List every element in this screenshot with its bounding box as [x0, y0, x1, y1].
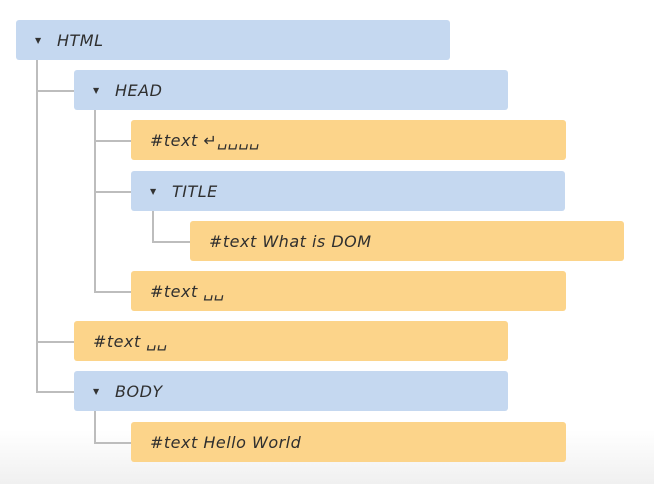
text-node-html-text: #text ␣␣	[74, 321, 508, 361]
node-label: #text Hello World	[150, 432, 302, 452]
element-node-body[interactable]: ▼ BODY	[74, 371, 508, 411]
connector-horizontal-line	[94, 191, 131, 193]
connector-vertical-line	[36, 60, 38, 391]
connector-horizontal-line	[94, 140, 131, 142]
node-label: HEAD	[115, 80, 163, 100]
text-node-head-text-2: #text ␣␣	[131, 271, 566, 311]
caret-down-icon[interactable]: ▼	[150, 186, 157, 196]
element-node-title[interactable]: ▼ TITLE	[131, 171, 565, 211]
text-node-title-text: #text What is DOM	[190, 221, 624, 261]
connector-vertical-line	[152, 211, 154, 241]
element-node-head[interactable]: ▼ HEAD	[74, 70, 508, 110]
connector-horizontal-line	[36, 90, 74, 92]
element-node-html[interactable]: ▼ HTML	[16, 20, 450, 60]
connector-vertical-line	[94, 411, 96, 442]
connector-vertical-line	[94, 110, 96, 291]
connector-horizontal-line	[152, 241, 190, 243]
connector-horizontal-line	[94, 291, 131, 293]
node-label: BODY	[115, 381, 163, 401]
caret-down-icon[interactable]: ▼	[35, 35, 42, 45]
text-node-head-text-1: #text ↵␣␣␣␣	[131, 120, 566, 160]
node-label: #text ↵␣␣␣␣	[150, 130, 260, 150]
caret-down-icon[interactable]: ▼	[93, 85, 100, 95]
connector-horizontal-line	[94, 442, 131, 444]
node-label: #text ␣␣	[93, 331, 168, 351]
node-label: TITLE	[172, 181, 218, 201]
connector-horizontal-line	[36, 341, 74, 343]
node-label: #text What is DOM	[209, 231, 372, 251]
caret-down-icon[interactable]: ▼	[93, 386, 100, 396]
node-label: HTML	[57, 30, 104, 50]
text-node-body-text: #text Hello World	[131, 422, 566, 462]
node-label: #text ␣␣	[150, 281, 225, 301]
connector-horizontal-line	[36, 391, 74, 393]
